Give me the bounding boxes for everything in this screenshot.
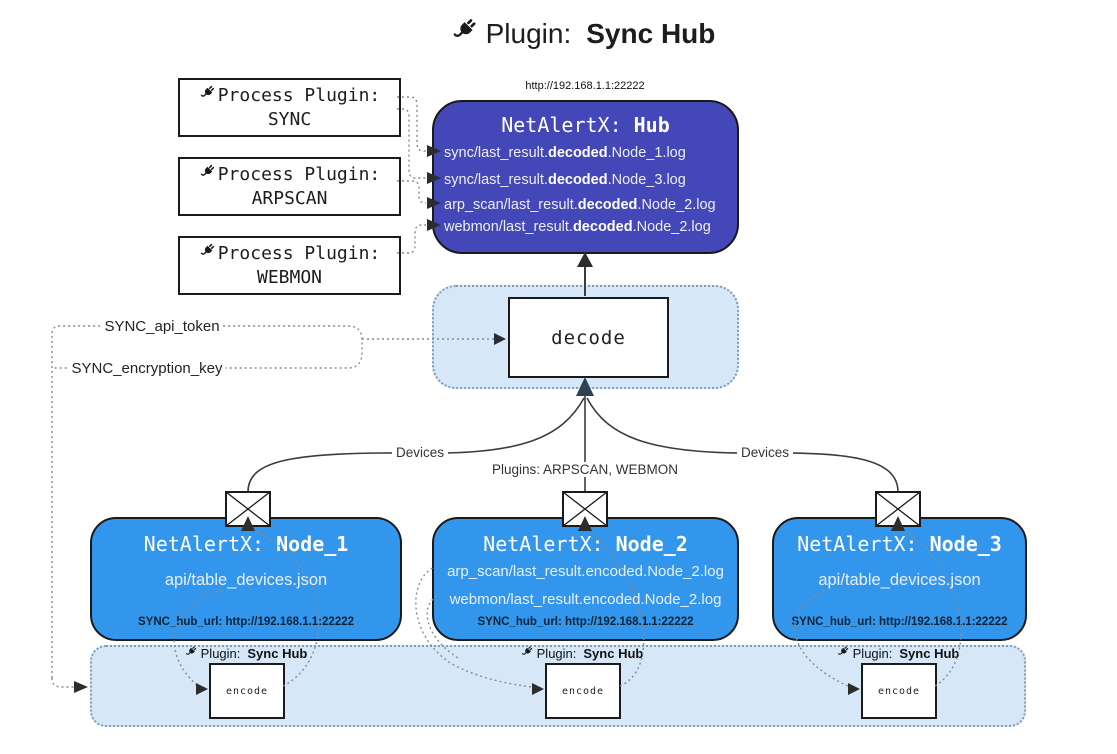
node-title: NetAlertX:Node_2	[483, 532, 688, 556]
hub-log-line: webmon/last_result.decoded.Node_2.log	[444, 219, 711, 235]
encode-box: encode	[861, 663, 937, 719]
netalertx-node-1-box: NetAlertX:Node_1 api/table_devices.json …	[90, 517, 402, 641]
plug-icon	[185, 645, 198, 661]
hub-log-line: sync/last_result.decoded.Node_3.log	[444, 172, 686, 188]
process-plugin-arpscan-box: Process Plugin: ARPSCAN	[178, 157, 401, 216]
plugins-edge-label: Plugins: ARPSCAN, WEBMON	[487, 462, 683, 477]
plug-icon	[199, 84, 216, 108]
title-prefix: Plugin:	[485, 17, 572, 49]
node-hub-url: SYNC_hub_url: http://192.168.1.1:22222	[137, 616, 355, 628]
process-plugin-webmon-box: Process Plugin: WEBMON	[178, 236, 401, 295]
title-name: Sync Hub	[586, 17, 716, 49]
devices-edge-label-left: Devices	[391, 445, 449, 460]
netalertx-node-2-box: NetAlertX:Node_2 arp_scan/last_result.en…	[432, 517, 739, 641]
decode-box: decode	[508, 297, 669, 378]
page-title: Plugin: Sync Hub	[451, 16, 716, 51]
node-hub-url: SYNC_hub_url: http://192.168.1.1:22222	[477, 616, 694, 628]
node-file-label: arp_scan/last_result.encoded.Node_2.log	[447, 563, 724, 580]
process-plugin-label: Process Plugin:	[217, 163, 381, 185]
node-title: NetAlertX:Node_1	[143, 532, 349, 556]
process-plugin-label: Process Plugin:	[217, 84, 381, 106]
devices-edge-label-right: Devices	[736, 445, 794, 460]
node-file-label: api/table_devices.json	[164, 571, 328, 589]
encode-box: encode	[209, 663, 285, 719]
node-hub-url: SYNC_hub_url: http://192.168.1.1:22222	[791, 616, 1008, 628]
plug-icon	[521, 645, 534, 661]
sync-encryption-key-label: SYNC_encryption_key	[68, 360, 226, 377]
netalertx-node-3-box: NetAlertX:Node_3 api/table_devices.json …	[772, 517, 1027, 641]
process-plugin-label: Process Plugin:	[217, 242, 381, 264]
hub-log-line: sync/last_result.decoded.Node_1.log	[444, 145, 686, 161]
hub-log-line: arp_scan/last_result.decoded.Node_2.log	[444, 197, 716, 213]
plug-icon	[451, 16, 479, 51]
node-file-label: webmon/last_result.encoded.Node_2.log	[449, 591, 722, 608]
hub-title: NetAlertX:Hub	[501, 113, 670, 137]
node-file-label: api/table_devices.json	[818, 571, 981, 589]
encode-plugin-label: Plugin:Sync Hub	[521, 645, 643, 661]
process-plugin-sync-box: Process Plugin: SYNC	[178, 78, 401, 137]
hub-url-label: http://192.168.1.1:22222	[525, 80, 645, 92]
process-plugin-name: ARPSCAN	[251, 187, 328, 209]
sync-api-token-label: SYNC_api_token	[101, 318, 223, 335]
node-title: NetAlertX:Node_3	[797, 532, 1002, 556]
plug-icon	[199, 163, 216, 187]
encode-plugin-label: Plugin:Sync Hub	[185, 645, 307, 661]
encode-box: encode	[545, 663, 621, 719]
process-plugin-name: SYNC	[267, 108, 312, 130]
encode-plugin-label: Plugin:Sync Hub	[837, 645, 959, 661]
plug-icon	[199, 242, 216, 266]
netalertx-hub-box: NetAlertX:Hub sync/last_result.decoded.N…	[432, 100, 739, 254]
process-plugin-name: WEBMON	[256, 266, 323, 288]
plug-icon	[837, 645, 850, 661]
